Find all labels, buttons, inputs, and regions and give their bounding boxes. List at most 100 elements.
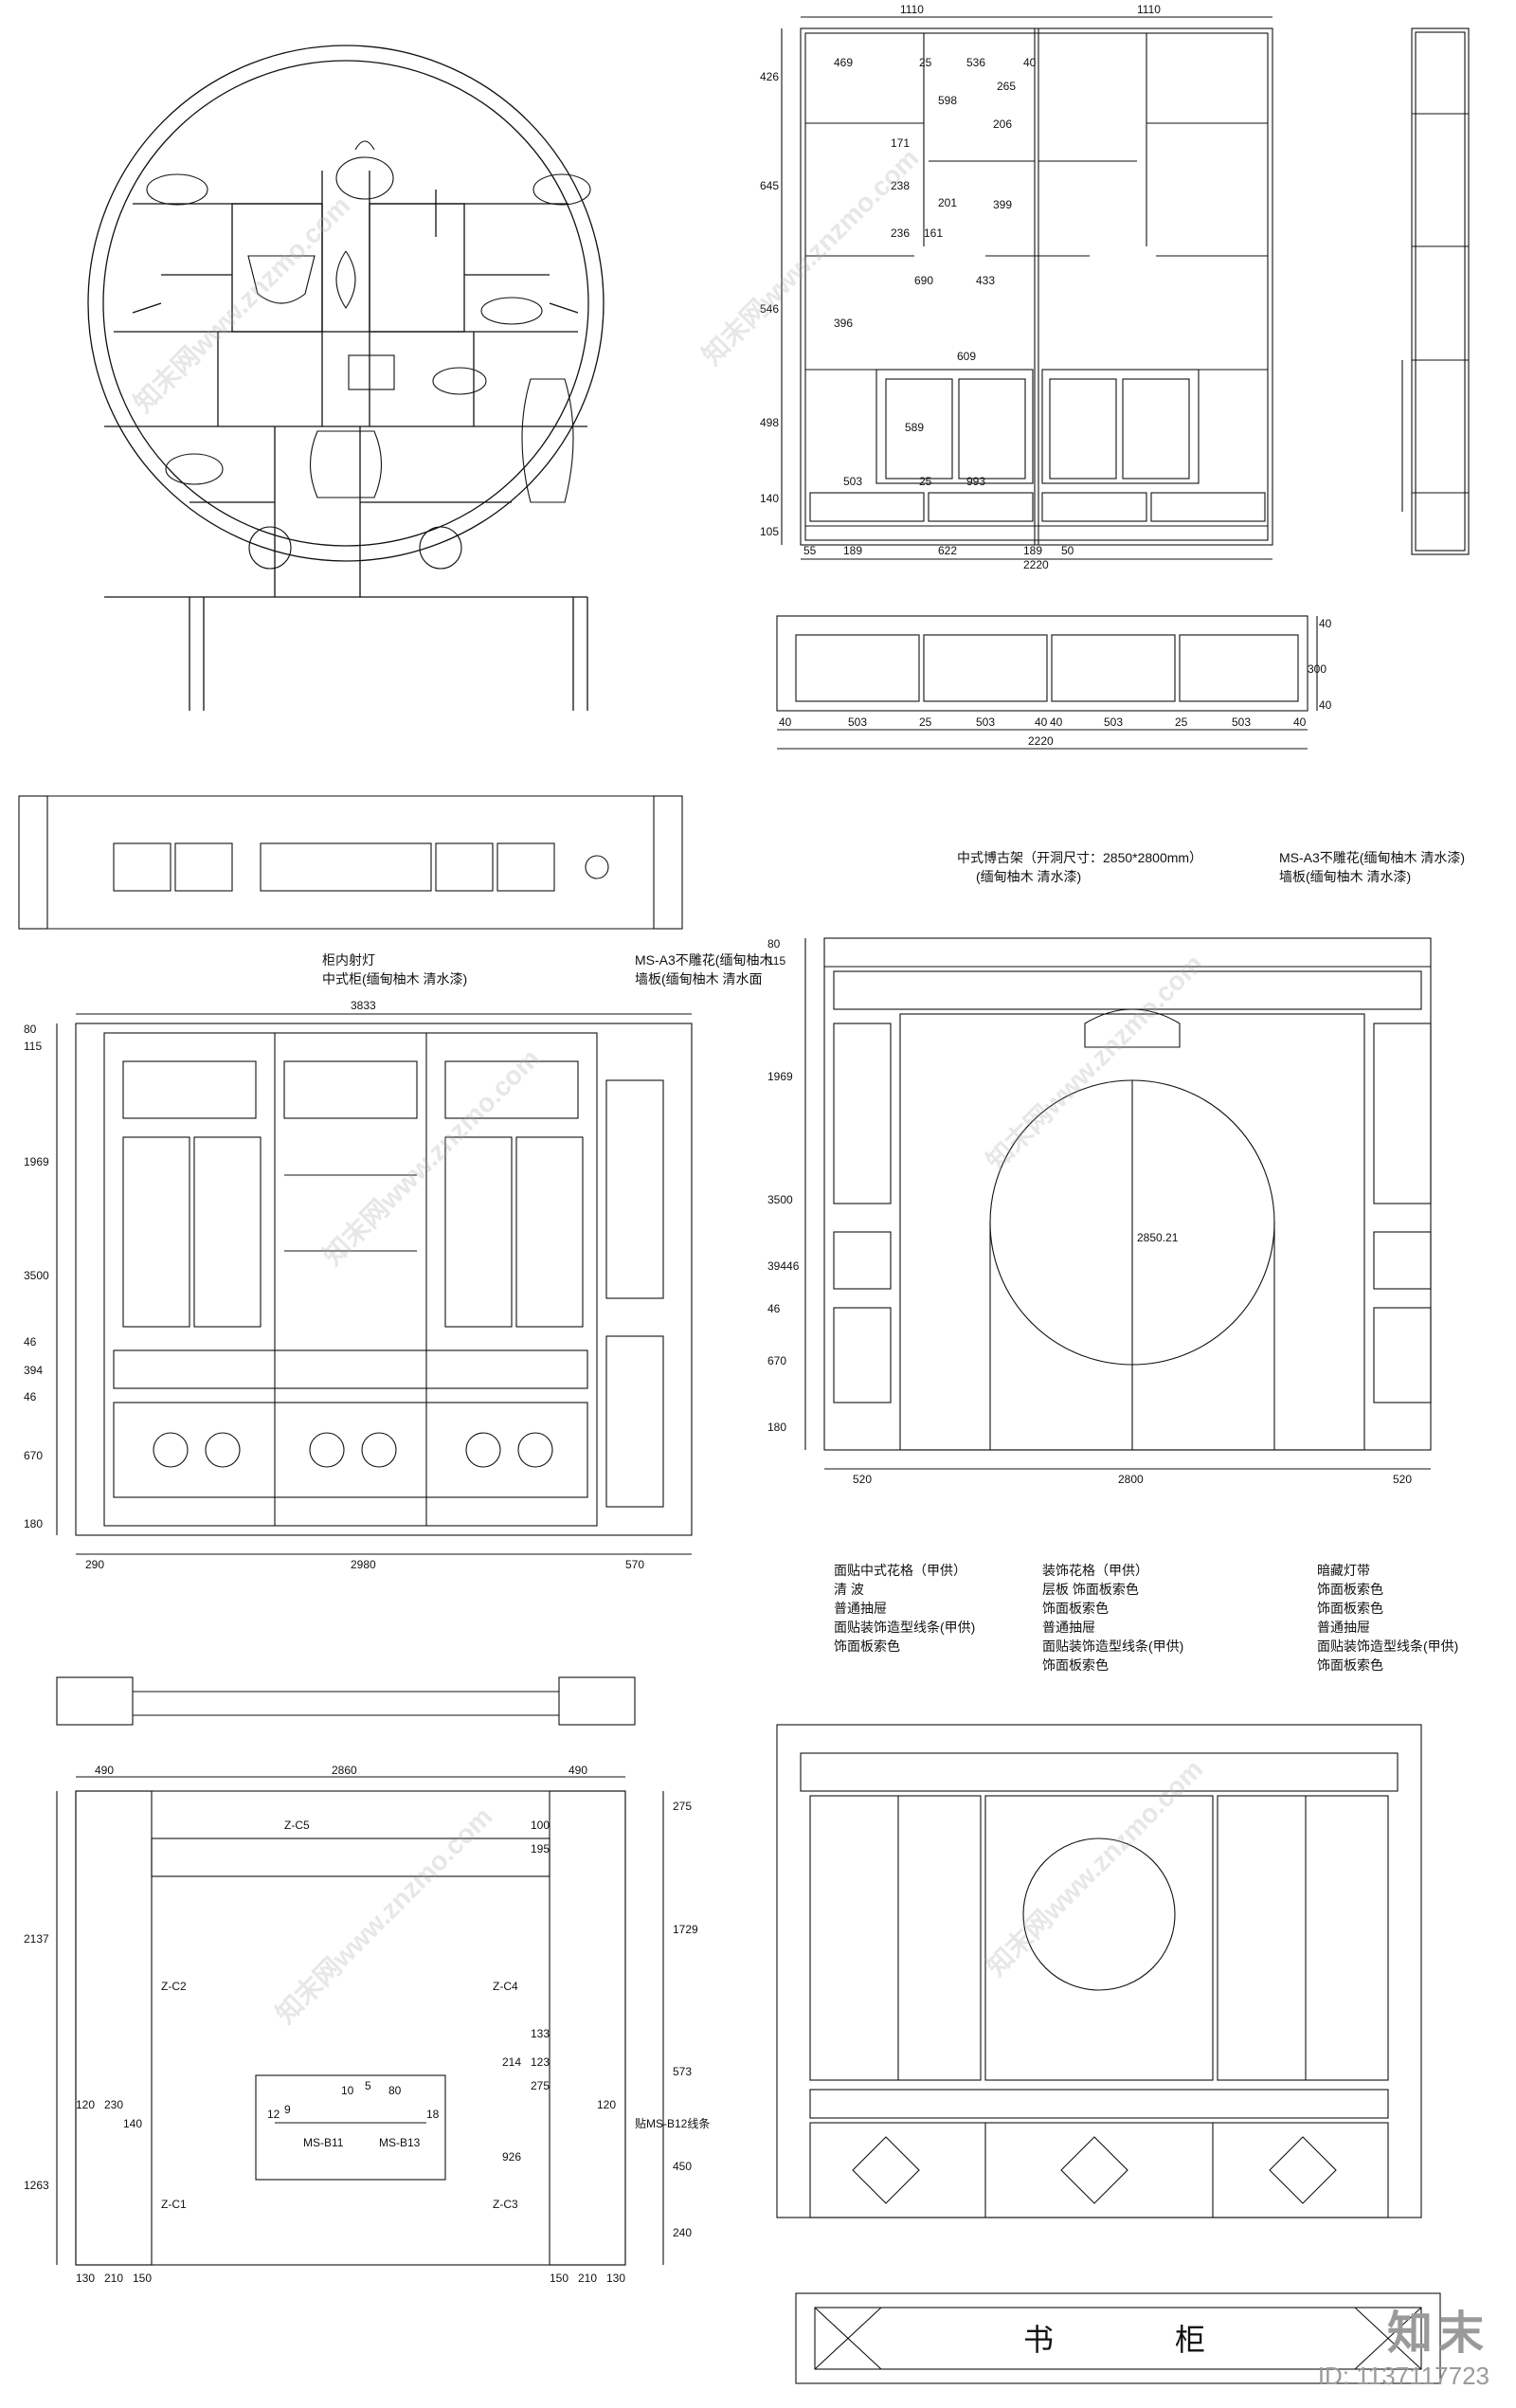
frame-bl-1: 210 (104, 2272, 123, 2285)
cab-left-4: 46 (24, 1335, 37, 1349)
bc-note-c6: 饰面板索色 (1042, 1657, 1109, 1673)
detail-dim-4: 9 (284, 2103, 291, 2116)
frame-bl-0: 130 (76, 2272, 95, 2285)
bc-note-r5: 面贴装饰造型线条(甲供) (1317, 1639, 1458, 1654)
moon-note-3: MS-A3不雕花(缅甸柚木 清水漆) (1279, 850, 1465, 865)
frame-bl-2: 150 (133, 2272, 152, 2285)
plan-dim-5: 40 (1050, 715, 1063, 729)
dim-inner-433: 433 (976, 274, 995, 287)
frame-inner-9: 140 (123, 2117, 142, 2130)
plan-right-2: 40 (1319, 698, 1332, 712)
dim-inner-161: 161 (924, 226, 943, 240)
frame-right-0: 275 (673, 1800, 692, 1813)
dim-left-2: 645 (760, 179, 779, 192)
detail-dim-5: 18 (426, 2108, 440, 2121)
cab-bottom-2: 570 (625, 1558, 644, 1571)
bookcase-elevation: 面贴中式花格（甲供） 清 波 普通抽屉 面贴装饰造型线条(甲供) 饰面板索色 装… (758, 1554, 1507, 2255)
plan-dim-6: 503 (1104, 715, 1123, 729)
side-elevation (1383, 19, 1516, 569)
detail-dim-3: 12 (267, 2108, 280, 2121)
dim-inner-589: 589 (905, 421, 924, 434)
plan-right-1: 300 (1308, 662, 1326, 676)
dim-inner-399: 399 (993, 198, 1012, 211)
frame-right-4: 240 (673, 2226, 692, 2239)
cab-left-8: 180 (24, 1517, 43, 1530)
dim-left-5: 140 (760, 492, 779, 505)
moon-left-1: 115 (767, 954, 785, 968)
plan-dim-9: 40 (1293, 715, 1307, 729)
wall-plan-bottom (28, 1658, 730, 1772)
bookcase-plan: 书 柜 (758, 2274, 1507, 2398)
frame-label-3: Z-C1 (161, 2198, 187, 2211)
dim-inner-40: 40 (1023, 56, 1037, 69)
dim-left-3: 546 (760, 302, 779, 316)
plan-right-0: 40 (1319, 617, 1332, 630)
dim-inner-609: 609 (957, 350, 976, 363)
bookcase-char-2: 柜 (1175, 2323, 1205, 2357)
bc-note-r4: 普通抽屉 (1317, 1620, 1370, 1635)
cabinet-elevation: 柜内射灯 中式柜(缅甸柚木 清水漆) MS-A3不雕花(缅甸柚木 墙板(缅甸柚木… (19, 948, 772, 1573)
dim-inner-265: 265 (997, 80, 1016, 93)
frame-top-1: 2860 (332, 1764, 357, 1777)
brand-logo: 知末 (1386, 2307, 1489, 2360)
dim-inner-201: 201 (938, 196, 957, 209)
bc-note-l5: 饰面板索色 (834, 1639, 900, 1654)
dim-inner-690: 690 (914, 274, 933, 287)
dim-inner-536: 536 (966, 56, 985, 69)
frame-right-1: 1729 (673, 1923, 698, 1936)
circle-shelf-elevation (38, 28, 701, 711)
dim-left-1: 426 (760, 70, 779, 83)
bc-note-l2: 清 波 (834, 1582, 864, 1597)
moon-note-4: 墙板(缅甸柚木 清水漆) (1279, 869, 1411, 884)
dim-bottom-55: 55 (803, 544, 817, 557)
frame-left-0: 2137 (24, 1932, 49, 1946)
moon-left-0: 80 (767, 937, 781, 951)
front-elevation: 1110 1110 426 645 546 498 140 105 469 25… (749, 0, 1317, 571)
frame-elevation: 490 2860 490 Z-C5 Z-C2 Z-C4 Z-C1 Z-C3 21… (19, 1763, 758, 2293)
brand-id: ID: 1137117723 (1317, 2362, 1489, 2390)
frame-inner-5: 926 (502, 2150, 521, 2164)
cab-bottom-1: 2980 (351, 1558, 376, 1571)
frame-label-4: Z-C3 (493, 2198, 518, 2211)
dim-bottom-total: 2220 (1023, 558, 1049, 571)
frame-top-2: 490 (568, 1764, 587, 1777)
detail-dim-0: 10 (341, 2084, 354, 2097)
moon-center-dim: 2850.21 (1137, 1231, 1179, 1244)
frame-inner-1: 195 (531, 1842, 550, 1856)
dim-bottom-622: 622 (938, 544, 957, 557)
frame-right-2: 573 (673, 2065, 692, 2078)
bc-note-c1: 装饰花格（甲供） (1042, 1563, 1148, 1578)
dim-top-left: 1110 (900, 3, 924, 16)
bc-note-l3: 普通抽屉 (834, 1601, 887, 1616)
frame-label-1: Z-C2 (161, 1980, 187, 1993)
bookcase-char-1: 书 (1023, 2323, 1054, 2357)
moon-bottom-2: 520 (1393, 1473, 1412, 1486)
frame-br-2: 130 (606, 2272, 625, 2285)
dim-inner-25: 25 (919, 56, 932, 69)
dim-inner-25b: 25 (919, 475, 932, 488)
moon-left-2: 1969 (767, 1070, 793, 1083)
dim-inner-236: 236 (891, 226, 910, 240)
cab-left-0: 80 (24, 1023, 37, 1036)
frame-top-0: 490 (95, 1764, 114, 1777)
cab-note-3: MS-A3不雕花(缅甸柚木 (635, 952, 772, 968)
bc-note-r2: 饰面板索色 (1317, 1582, 1383, 1597)
moon-bottom-0: 520 (853, 1473, 872, 1486)
bc-note-r1: 暗藏灯带 (1317, 1563, 1370, 1578)
bc-note-r3: 饰面板索色 (1317, 1601, 1383, 1616)
cab-left-5: 394 (24, 1364, 43, 1377)
frame-right-3: 450 (673, 2160, 692, 2173)
dim-inner-238: 238 (891, 179, 910, 192)
bc-note-c3: 饰面板索色 (1042, 1601, 1109, 1616)
cab-left-6: 46 (24, 1390, 37, 1403)
plan-section: 40 503 25 503 40 40 503 25 503 40 2220 4… (758, 607, 1332, 777)
dim-inner-171: 171 (891, 136, 910, 150)
dim-top-right: 1110 (1137, 3, 1161, 16)
moon-gate-elevation: 中式博古架（开洞尺寸：2850*2800mm） (缅甸柚木 清水漆) MS-A3… (758, 843, 1507, 1488)
frame-label-0: Z-C5 (284, 1819, 310, 1832)
plan-dim-7: 25 (1175, 715, 1188, 729)
dim-bottom-189b: 189 (1023, 544, 1042, 557)
bc-note-c2: 层板 饰面板索色 (1042, 1582, 1139, 1597)
bc-note-c4: 普通抽屉 (1042, 1620, 1095, 1635)
frame-inner-4: 123 (531, 2055, 550, 2069)
